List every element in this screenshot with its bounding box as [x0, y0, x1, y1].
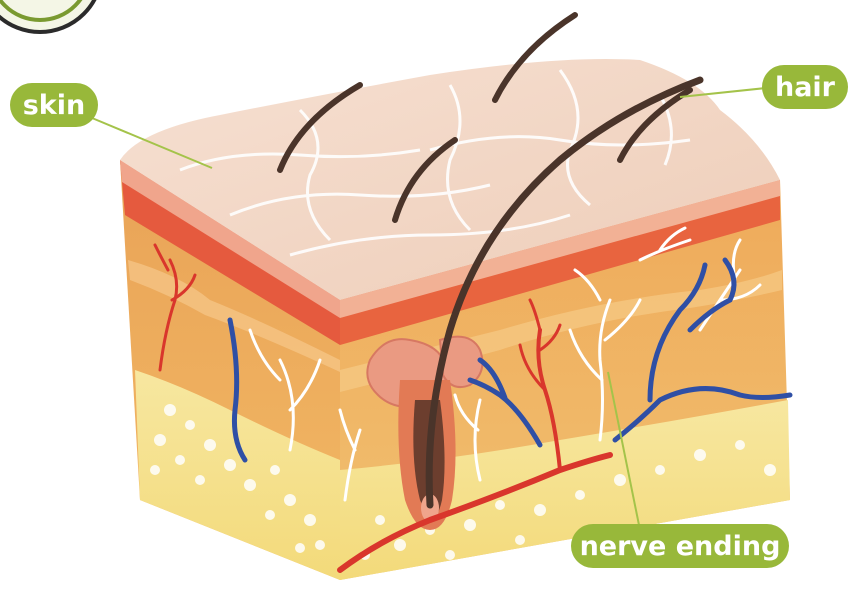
- hair-label: hair: [762, 65, 848, 109]
- nerve-ending-label: nerve ending: [571, 524, 789, 568]
- skin-label: skin: [10, 83, 98, 127]
- corner-circle-fragment: [0, 0, 102, 32]
